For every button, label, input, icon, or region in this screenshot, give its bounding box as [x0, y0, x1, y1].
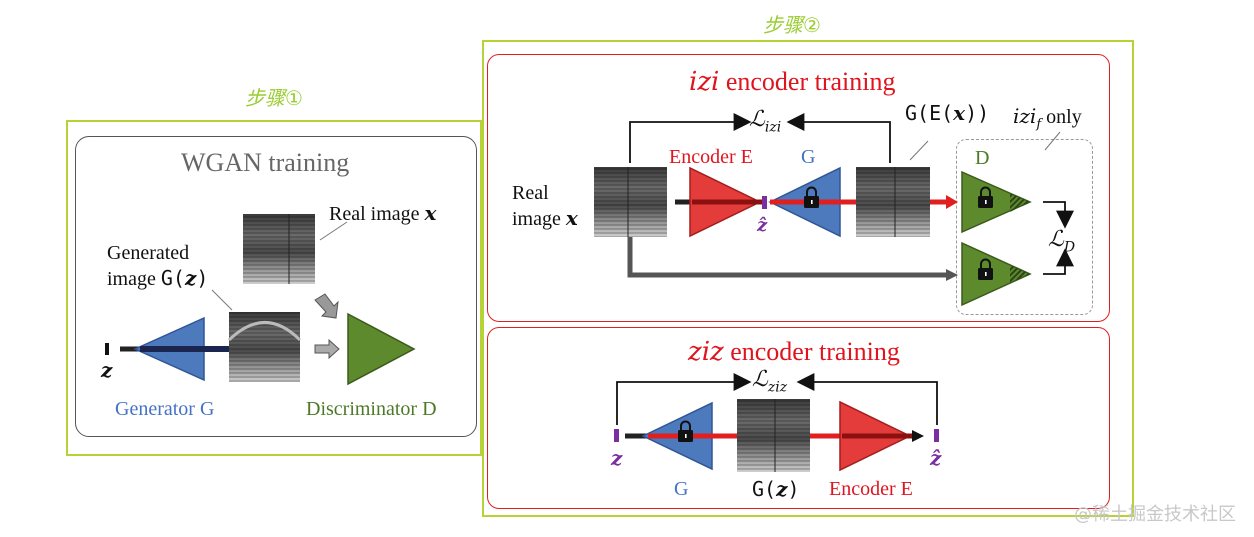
gz-bottom-open: G( — [752, 477, 777, 501]
zhat-latent-top — [762, 196, 767, 209]
izi-loss-arrow-left — [629, 113, 752, 163]
generated-line2: image G(z) — [107, 266, 208, 291]
izi-discriminator-top-hatch — [1010, 193, 1030, 212]
izi-title-italic: izi — [689, 67, 720, 97]
gex-x: x — [953, 101, 966, 125]
gex-open: G(E( — [905, 101, 954, 125]
izif-sub: f — [1036, 117, 1042, 132]
real-bypass-arrowhead — [946, 269, 958, 281]
real-image-text: Real image — [329, 203, 425, 225]
gex-pointer — [909, 140, 929, 161]
izi-discriminator-bottom-hatch — [1010, 265, 1030, 283]
zhat-top-label: ẑ — [757, 215, 768, 236]
generated-image-left — [227, 312, 302, 382]
generated-image-word: image — [107, 268, 161, 290]
zhat-bottom-label: ẑ — [930, 446, 942, 470]
lock-icon — [804, 186, 819, 208]
real-bypass-line — [627, 237, 948, 278]
izi-discriminator-top — [961, 170, 1032, 234]
ziz-loss-arrow-right — [796, 373, 938, 425]
izi-panel — [487, 54, 1110, 322]
gz-z: z — [184, 266, 197, 290]
encoder-e-bottom-label: Encoder E — [829, 478, 913, 500]
loss-izi-symbol: ℒ — [749, 107, 765, 132]
gex-label: G(E(x)) — [905, 101, 989, 126]
real-x-symbol: x — [565, 206, 578, 230]
real-to-d-arrow — [314, 293, 339, 319]
izif-pointer — [1044, 131, 1061, 151]
z-bottom-label: z — [611, 446, 623, 470]
izi-title-rest: encoder training — [719, 67, 896, 96]
izi-loss-arrow-right — [786, 113, 891, 163]
loss-izi-sub: izi — [764, 119, 782, 136]
real-line2: image x — [512, 206, 578, 231]
izif-label: izif only — [1013, 104, 1082, 137]
loss-ziz-sub: ziz — [767, 379, 788, 396]
lock-icon — [978, 258, 993, 280]
d-top-label: D — [975, 147, 990, 169]
izi-to-d-arrowhead — [946, 195, 958, 209]
generated-line1: Generated — [107, 242, 190, 264]
encoder-e-top-label: Encoder E — [669, 146, 753, 168]
x-symbol: x — [424, 201, 437, 225]
wgan-panel — [75, 136, 477, 437]
ziz-title-rest: encoder training — [723, 337, 900, 366]
watermark: @稀土掘金技术社区 — [1074, 504, 1236, 525]
loss-izi-label: ℒizi — [749, 108, 781, 139]
gen-to-d-arrow — [314, 338, 340, 360]
ziz-panel — [487, 327, 1110, 509]
z-label-left: z — [101, 358, 113, 382]
z-latent-left — [105, 343, 109, 355]
loss-d-sub: D — [1063, 239, 1076, 256]
step1-frame — [66, 120, 482, 456]
gex-close: )) — [965, 101, 990, 125]
gz-bottom-close: ) — [787, 477, 800, 501]
gz-bottom-label: G(z) — [752, 477, 800, 502]
izif-only-box — [956, 139, 1093, 315]
step2-frame — [482, 40, 1134, 517]
izi-discriminator-bottom — [961, 241, 1032, 307]
loss-ziz-symbol: ℒ — [752, 367, 768, 392]
gz-close: ) — [196, 266, 209, 290]
loss-d-label: ℒD — [1048, 228, 1075, 259]
step2-label: 步骤② — [763, 13, 821, 37]
lock-icon — [678, 420, 693, 442]
generator-g-label: Generator G — [115, 398, 215, 420]
real-image-word: image — [512, 208, 566, 230]
discriminator-triangle — [347, 312, 416, 386]
generated-image-pointer — [211, 289, 233, 311]
izi-title: izi encoder training — [689, 67, 896, 97]
lock-icon — [978, 186, 993, 208]
g-top-label: G — [801, 146, 816, 168]
ziz-title-italic: ziz — [688, 337, 724, 367]
g-bottom-label: G — [674, 478, 689, 500]
wgan-title: WGAN training — [181, 148, 350, 177]
reconstructed-image-izi — [856, 167, 930, 237]
izif-only: only — [1041, 106, 1082, 128]
real-image-pointer — [319, 221, 348, 241]
ld-arrow-bottom — [1043, 248, 1074, 275]
real-image-izi — [594, 167, 667, 237]
izif-text: izi — [1013, 104, 1037, 128]
z-latent-bottom — [614, 429, 619, 442]
ziz-title: ziz encoder training — [688, 337, 900, 367]
generated-image-ziz — [737, 399, 810, 472]
gz-open: G( — [160, 266, 185, 290]
gz-bottom-z: z — [776, 477, 788, 501]
ziz-encoder-arrowhead — [912, 430, 924, 442]
real-line1: Real — [512, 182, 549, 204]
zhat-latent-bottom — [934, 429, 939, 442]
real-image-label: Real image x — [329, 201, 436, 226]
real-image-left — [243, 214, 315, 284]
loss-d-symbol: ℒ — [1048, 227, 1064, 252]
ld-arrow-top — [1043, 201, 1074, 229]
loss-ziz-label: ℒziz — [752, 368, 787, 399]
discriminator-d-label: Discriminator D — [306, 398, 437, 420]
ziz-loss-arrow-left — [616, 373, 752, 425]
step1-label: 步骤① — [245, 86, 303, 110]
